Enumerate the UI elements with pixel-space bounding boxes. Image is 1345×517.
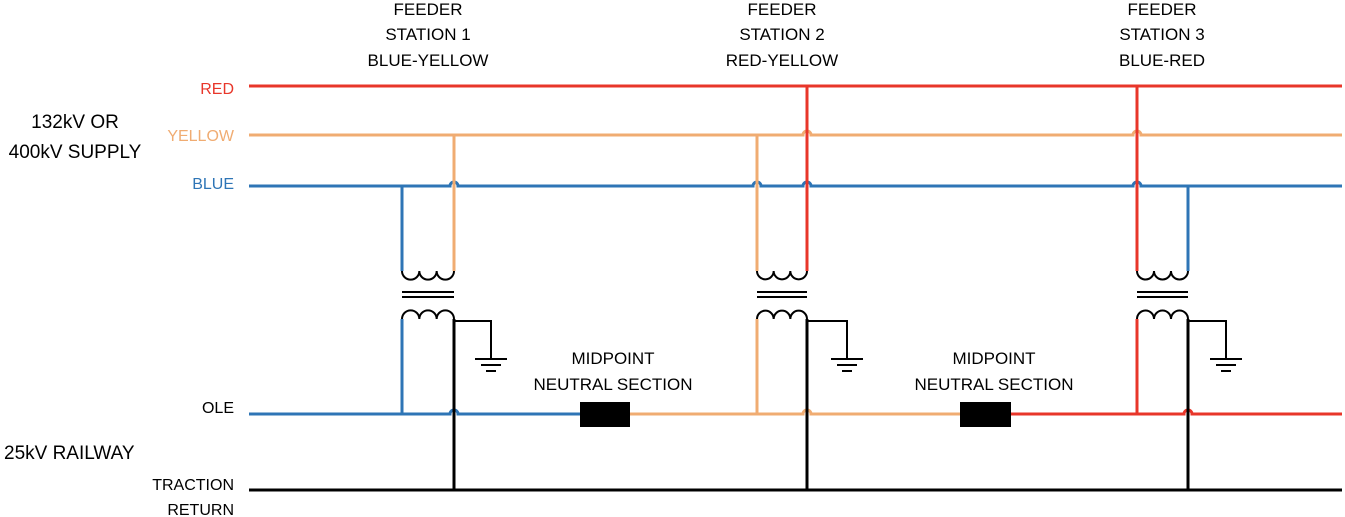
ole-label: OLE xyxy=(202,400,234,417)
neutral-section-2-block xyxy=(960,402,1011,427)
station-2-earth-icon xyxy=(807,320,863,372)
supply-label-line2: 400kV SUPPLY xyxy=(9,142,142,163)
yellow-phase-line xyxy=(249,129,1342,137)
station-2-primary-coil xyxy=(756,270,808,281)
traction-return-label-line1: TRACTION xyxy=(152,477,234,494)
supply-label-line1: 132kV OR xyxy=(31,112,119,133)
ole-section-3 xyxy=(1011,408,1342,416)
feeder-2-line1: FEEDER xyxy=(748,0,817,19)
feeder-1-line3: BLUE-YELLOW xyxy=(368,51,489,70)
phase-label-yellow: YELLOW xyxy=(167,128,235,145)
station-1-earth-lead xyxy=(454,320,492,358)
feeder-station-1-label: FEEDER STATION 1 BLUE-YELLOW xyxy=(368,0,489,70)
phase-label-red: RED xyxy=(200,81,234,98)
station-3-earth-icon xyxy=(1188,320,1242,372)
feeder-3-line3: BLUE-RED xyxy=(1119,51,1205,70)
feeder-3-line2: STATION 3 xyxy=(1119,25,1204,44)
station-2-earth-lead xyxy=(807,320,848,358)
station-3-transformer xyxy=(1136,270,1189,320)
feeder-3-line1: FEEDER xyxy=(1128,0,1197,19)
neutral-section-2-label-line1: MIDPOINT xyxy=(952,349,1035,368)
station-1-secondary-coil xyxy=(401,309,455,320)
feeder-1-line2: STATION 1 xyxy=(385,25,470,44)
station-3-earth-lead xyxy=(1188,320,1227,358)
neutral-section-1-block xyxy=(580,402,630,427)
station-2-transformer xyxy=(756,270,808,320)
feeder-station-3-label: FEEDER STATION 3 BLUE-RED xyxy=(1119,0,1205,70)
station-1-earth-icon xyxy=(454,320,507,372)
railway-label: 25kV RAILWAY xyxy=(4,443,135,464)
phase-label-blue: BLUE xyxy=(192,176,234,193)
neutral-section-1-label-line1: MIDPOINT xyxy=(571,349,654,368)
station-1-primary-coil xyxy=(401,270,455,281)
feeder-2-line2: STATION 2 xyxy=(739,25,824,44)
station-1-transformer xyxy=(401,270,455,320)
neutral-section-1-label-line2: NEUTRAL SECTION xyxy=(533,375,692,394)
blue-phase-line xyxy=(249,180,1342,188)
station-3-primary-coil xyxy=(1136,270,1189,281)
ole-section-2 xyxy=(629,408,961,416)
traction-return-label-line2: RETURN xyxy=(167,502,234,517)
feeder-1-line1: FEEDER xyxy=(394,0,463,19)
neutral-section-2-label-line2: NEUTRAL SECTION xyxy=(914,375,1073,394)
feeder-2-line3: RED-YELLOW xyxy=(726,51,838,70)
feeder-station-2-label: FEEDER STATION 2 RED-YELLOW xyxy=(726,0,838,70)
ole-section-1 xyxy=(249,408,581,416)
station-3-secondary-coil xyxy=(1136,309,1189,320)
station-2-secondary-coil xyxy=(756,309,808,320)
